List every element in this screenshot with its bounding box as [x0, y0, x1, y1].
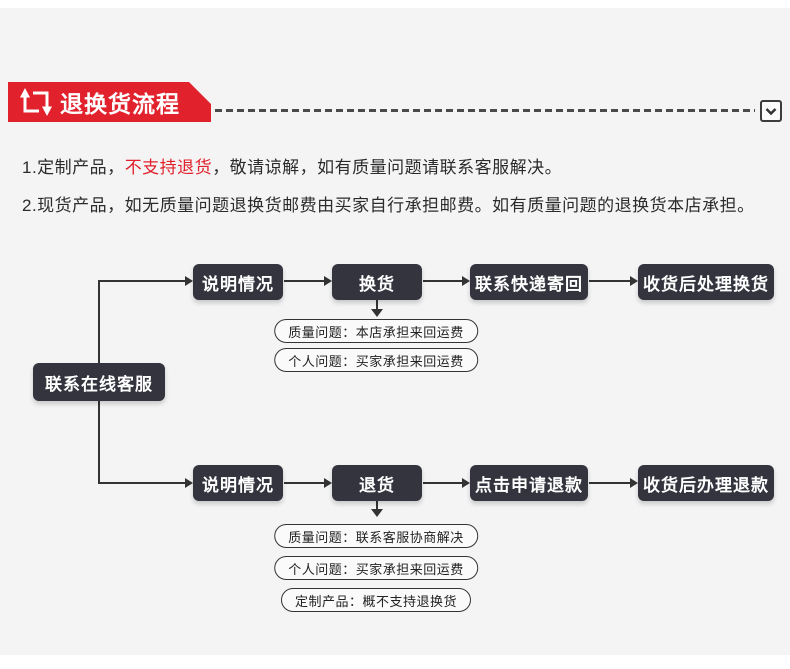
arrow-right-icon [185, 478, 193, 488]
note-exchange-quality: 质量问题：本店承担来回运费 [274, 319, 478, 343]
arrow-right-icon [462, 478, 470, 488]
arrow-right-icon [462, 276, 470, 286]
connector-exchange-1 [284, 280, 324, 282]
notice-line-1: 1.定制产品，不支持退货，敬请谅解，如有质量问题请联系客服解决。 [22, 153, 562, 178]
arrow-right-icon [324, 478, 332, 488]
notice-1-prefix: 1.定制产品， [22, 158, 125, 177]
collapse-toggle[interactable] [760, 100, 782, 122]
content-panel: 退换货流程 1.定制产品，不支持退货，敬请谅解，如有质量问题请联系客服解决。 2… [0, 8, 790, 655]
node-contact-courier: 联系快递寄回 [470, 264, 588, 300]
section-title: 退换货流程 [60, 91, 180, 117]
arrow-down-icon [371, 309, 383, 317]
connector-refund-1 [284, 482, 324, 484]
connector-branch-up [98, 280, 100, 363]
arrow-right-icon [324, 276, 332, 286]
connector-refund-3 [589, 482, 630, 484]
node-explain-refund: 说明情况 [193, 465, 283, 501]
notice-1-highlight: 不支持退货 [124, 158, 213, 177]
section-header-banner: 退换货流程 [8, 82, 211, 122]
exchange-arrows-icon [19, 88, 53, 116]
node-explain-exchange: 说明情况 [193, 264, 283, 300]
connector-refund-notes [376, 501, 378, 510]
arrow-right-icon [630, 478, 638, 488]
connector-refund-2 [423, 482, 462, 484]
notice-1-suffix: ，敬请谅解，如有质量问题请联系客服解决。 [212, 158, 563, 177]
connector-to-explain-refund [99, 482, 186, 484]
connector-exchange-notes [376, 300, 378, 310]
node-process-exchange: 收货后处理换货 [638, 264, 774, 300]
note-refund-custom: 定制产品：概不支持退换货 [280, 588, 472, 612]
note-refund-quality: 质量问题：联系客服协商解决 [274, 524, 478, 548]
chevron-down-icon [765, 108, 777, 116]
node-refund: 退货 [332, 465, 422, 501]
notice-line-2: 2.现货产品，如无质量问题退换货邮费由买家自行承担邮费。如有质量问题的退换货本店… [22, 196, 755, 215]
note-refund-personal: 个人问题：买家承担来回运费 [274, 556, 478, 580]
arrow-right-icon [630, 276, 638, 286]
note-exchange-personal: 个人问题：买家承担来回运费 [274, 348, 478, 372]
node-process-refund: 收货后办理退款 [638, 465, 774, 501]
connector-exchange-2 [423, 280, 462, 282]
arrow-right-icon [185, 276, 193, 286]
node-apply-refund: 点击申请退款 [470, 465, 588, 501]
connector-exchange-3 [589, 280, 630, 282]
node-exchange: 换货 [332, 264, 422, 300]
arrow-down-icon [371, 509, 383, 517]
connector-branch-down [98, 401, 100, 484]
dashed-divider [215, 109, 755, 112]
connector-to-explain-exchange [99, 280, 186, 282]
node-contact-service: 联系在线客服 [33, 363, 165, 401]
